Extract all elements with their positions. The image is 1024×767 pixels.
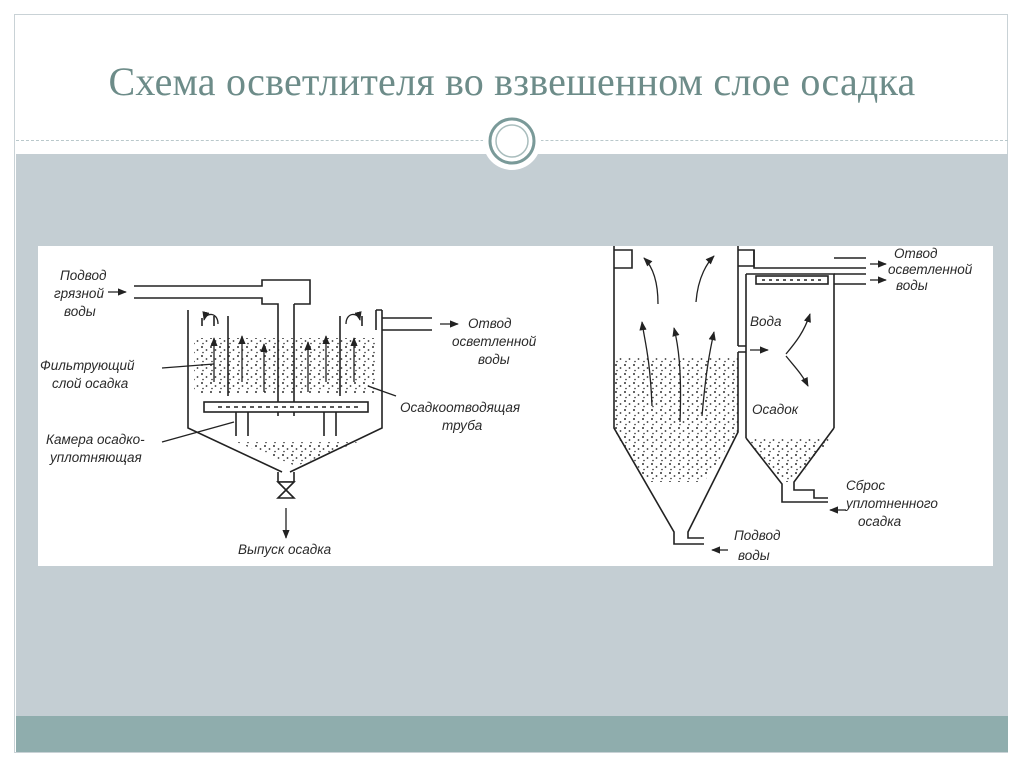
right-clarifier — [613, 246, 866, 545]
left-clarifier — [134, 279, 432, 499]
left-outlet-label-3: воды — [478, 352, 510, 367]
right-outlet-label: Отвод — [894, 246, 938, 261]
right-inlet-label: Подвод — [734, 528, 781, 543]
left-pipe-label-2: труба — [442, 418, 483, 433]
right-discharge-label-3: осадка — [858, 514, 902, 529]
left-inlet-label-3: воды — [64, 304, 96, 319]
left-labels: Подвод грязной воды Отвод осветленной во… — [40, 268, 537, 557]
right-labels: Отвод осветленной воды Вода Осадок Сброс… — [734, 246, 973, 563]
right-outlet-label-2: осветленной — [888, 262, 973, 277]
diagram-panel: Подвод грязной воды Отвод осветленной во… — [38, 246, 993, 566]
left-inlet-label-2: грязной — [54, 286, 104, 301]
right-flow-arrows — [639, 255, 887, 554]
left-pipe-label: Осадкоотводящая — [400, 400, 520, 415]
circle-ornament-icon — [483, 112, 541, 170]
right-discharge-label-2: уплотненного — [845, 496, 938, 511]
right-outlet-label-3: воды — [896, 278, 928, 293]
left-inlet-label: Подвод — [60, 268, 107, 283]
left-outlet-label-2: осветленной — [452, 334, 537, 349]
left-chamber-label-2: уплотняющая — [49, 450, 142, 465]
footer-bar — [16, 716, 1008, 752]
left-flow-arrows — [108, 288, 459, 539]
right-discharge-label: Сброс — [846, 478, 885, 493]
right-sludge-label: Осадок — [752, 402, 799, 417]
left-filter-label-2: слой осадка — [52, 376, 129, 391]
right-water-label: Вода — [750, 314, 782, 329]
right-inlet-label-2: воды — [738, 548, 770, 563]
left-chamber-label: Камера осадко- — [46, 432, 145, 447]
slide-title: Схема осветлителя во взвешенном слое оса… — [108, 59, 916, 104]
left-release-label: Выпуск осадка — [238, 542, 332, 557]
left-filter-label: Фильтрующий — [40, 358, 135, 373]
left-outlet-label: Отвод — [468, 316, 512, 331]
clarifier-diagrams: Подвод грязной воды Отвод осветленной во… — [40, 246, 973, 563]
